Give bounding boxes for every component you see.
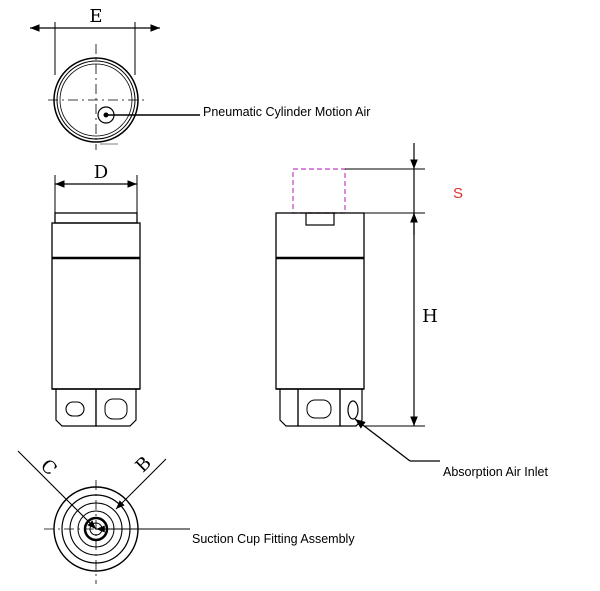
callout-absorption-air-inlet: Absorption Air Inlet [443,465,548,479]
callout-pneumatic-motion-air: Pneumatic Cylinder Motion Air [203,105,370,119]
dimension-label-s: S [453,185,463,202]
callout-suction-cup-fitting: Suction Cup Fitting Assembly [192,532,355,546]
stroke-extension-outline [292,168,346,214]
dimension-line-b [115,458,167,510]
dimension-label-c: C [36,455,61,480]
front-view-body [51,222,141,390]
dimension-label-e: E [89,6,102,27]
front-view [51,175,141,427]
side-view [275,143,440,462]
dimension-label-d: D [94,162,108,183]
top-view [30,22,200,150]
dimension-line-c [17,450,97,530]
side-view-body [275,212,365,390]
absorption-air-port-icon [347,400,359,420]
bottom-view [17,450,190,584]
dimension-label-h: H [422,306,438,327]
